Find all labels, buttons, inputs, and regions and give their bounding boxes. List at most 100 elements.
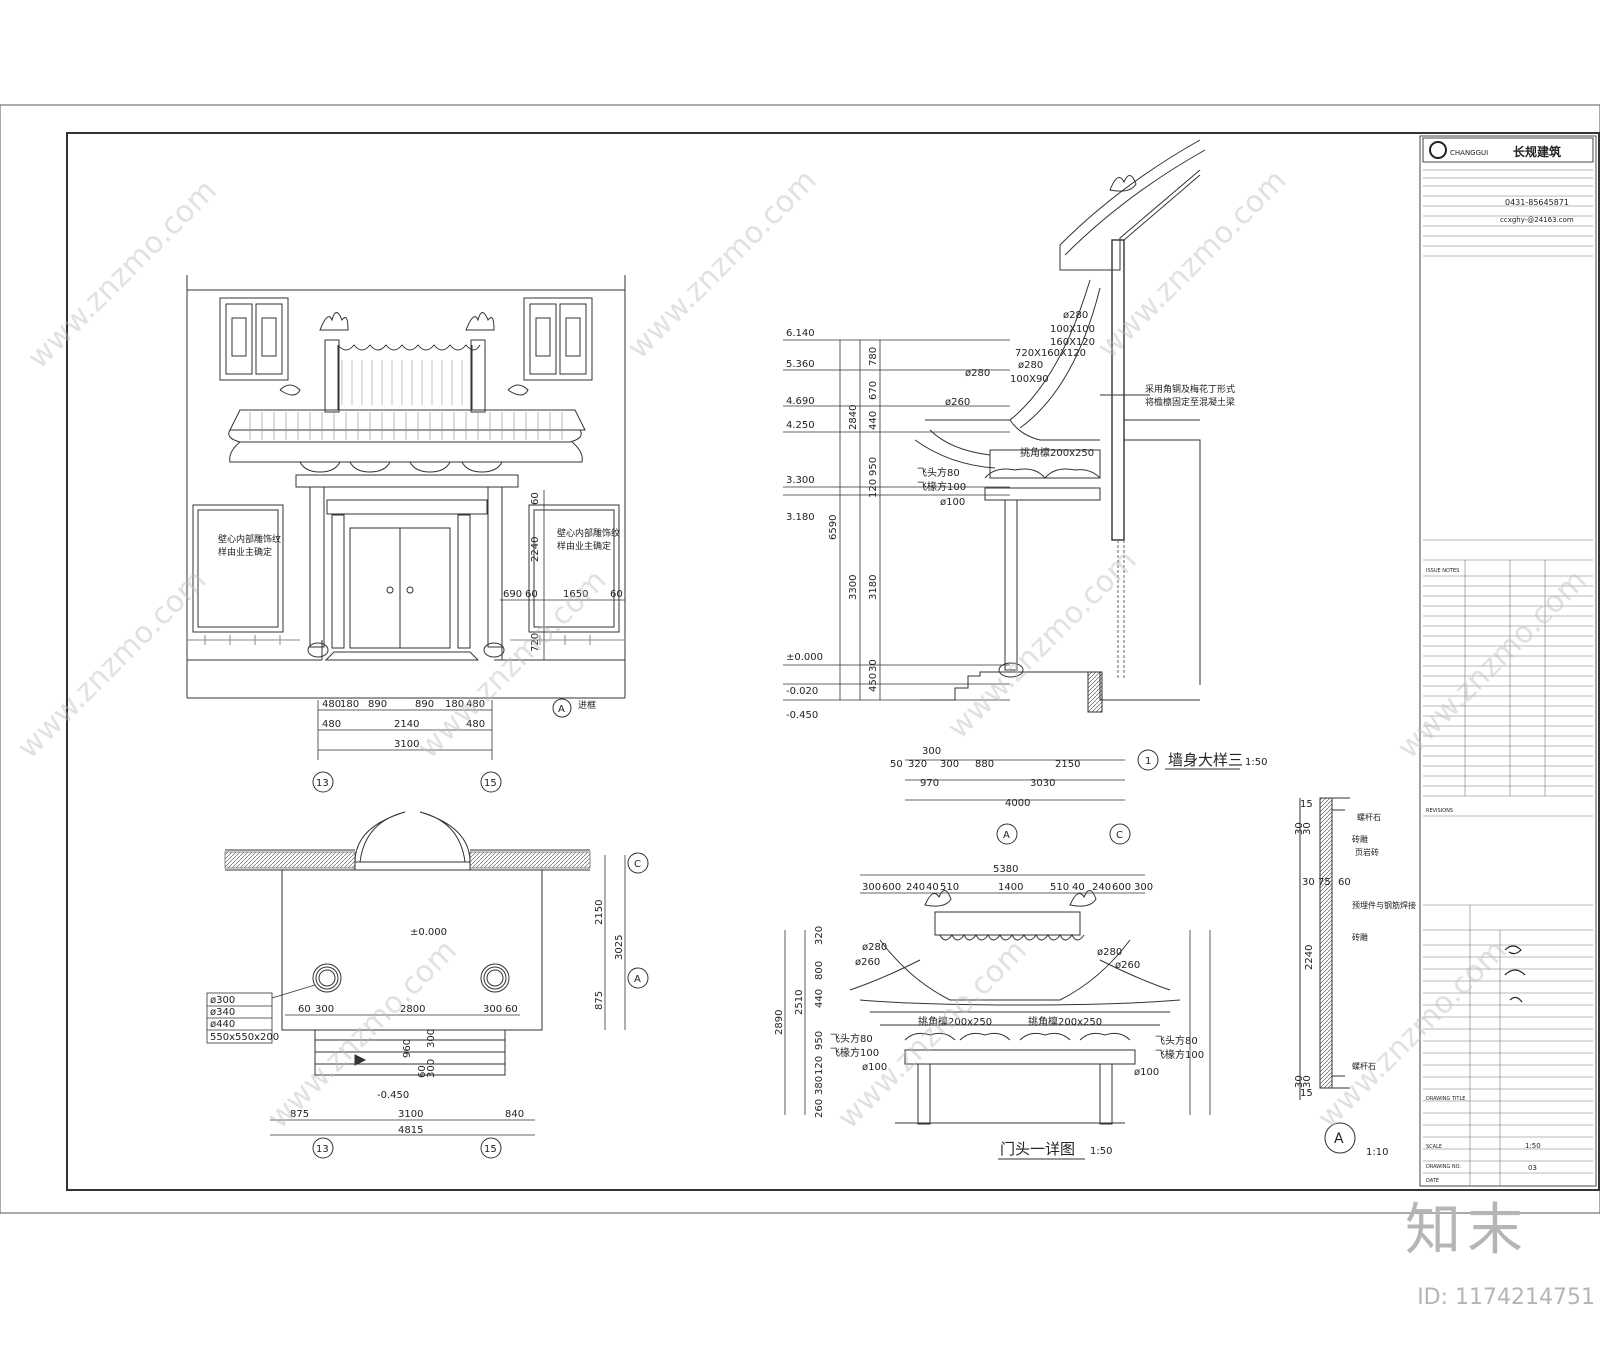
- sec-axis-a-bubble: [996, 823, 1018, 845]
- level-minus-0450: -0.450: [786, 710, 818, 721]
- sec-vdim-6590: 6590: [828, 515, 839, 540]
- column-right: [486, 969, 504, 987]
- wd-dim-30e: 30: [1302, 1075, 1313, 1088]
- plan-dim-2800: 2800: [400, 1004, 425, 1015]
- plan-level: ±0.000: [410, 927, 447, 938]
- sec-hdim-880: 880: [975, 759, 994, 770]
- detail-note-100c: 飞椽方100: [1155, 1048, 1204, 1061]
- tb-scale-value: 1:50: [1525, 1142, 1541, 1150]
- door-head-detail: [849, 890, 1181, 1125]
- level-0: ±0.000: [786, 652, 823, 663]
- sec-hdim-top: 300: [922, 746, 941, 757]
- plan-vdim-2150: 2150: [594, 900, 605, 925]
- sec-hdim-3030: 3030: [1030, 778, 1055, 789]
- sec-title-scale: 1:50: [1245, 757, 1267, 768]
- sec-vdim-440: 440: [868, 411, 879, 430]
- wd-label-bubble: [1324, 1122, 1356, 1154]
- plan-axis-13-bubble: [312, 1137, 334, 1159]
- plan-legend: [206, 984, 316, 1044]
- plan-dim-300a: 300: [315, 1004, 334, 1015]
- wall-panel-left: [192, 504, 284, 633]
- elev-dim-480a: 480: [322, 699, 341, 710]
- sec-vdim-950: 950: [868, 457, 879, 476]
- elev-vdim-60: 60: [530, 492, 541, 505]
- sec-vdim-3180: 3180: [868, 575, 879, 600]
- brand-id: ID: 1174214751: [1417, 1285, 1595, 1310]
- plan-dim-875: 875: [290, 1109, 309, 1120]
- detail-vdim-2890: 2890: [774, 1010, 785, 1035]
- wd-dim-15a: 15: [1300, 799, 1313, 810]
- elev-vdim-2240: 2240: [530, 537, 541, 562]
- floor-plan: [224, 811, 591, 1076]
- plan-axis-c-bubble: [627, 852, 649, 874]
- sec-note-flying-80: 飞头方80: [917, 466, 960, 479]
- sec-title-number: 1: [1145, 756, 1151, 767]
- elev-dim-480b: 480: [466, 699, 485, 710]
- section-column: [1004, 499, 1018, 671]
- wall-detail-a: [1299, 797, 1350, 1100]
- axis-label-13: 13: [316, 778, 329, 789]
- sec-vdim-780: 780: [868, 347, 879, 366]
- elev-dim-60b: 60: [610, 589, 623, 600]
- detail-title: 门头一详图: [1000, 1140, 1075, 1158]
- door-roof: [229, 409, 586, 431]
- section-dim-lines: [783, 339, 1125, 801]
- wd-note-5: 砖雕: [1352, 932, 1368, 942]
- company-email: ccxghy-@24163.com: [1500, 216, 1574, 224]
- title-block-lines: [1423, 169, 1593, 1186]
- axis-bubble-15: [480, 771, 502, 793]
- sec-vdim-3300: 3300: [848, 575, 859, 600]
- elevation-note-left-2: 样由业主确定: [218, 546, 272, 558]
- watermark-6: www.znzmo.com: [941, 543, 1144, 746]
- elev-dim-60a: 60: [525, 589, 538, 600]
- sec-note-260: ø260: [945, 397, 970, 408]
- detail-dim-300b: 300: [1134, 882, 1153, 893]
- sec-hdim-total: 4000: [1005, 798, 1030, 809]
- plan-dim-lines: [270, 855, 626, 1136]
- sec-axis-c: C: [1116, 830, 1123, 841]
- detail-note-280a: ø280: [862, 942, 887, 953]
- tb-row-revisions: REVISIONS: [1426, 808, 1453, 814]
- elev-dim-180b: 180: [445, 699, 464, 710]
- elev-dim2-2140: 2140: [394, 719, 419, 730]
- detail-vdim-120: 120: [814, 1056, 825, 1075]
- plan-vdim-300b: 300: [426, 1059, 437, 1078]
- legend-340: ø340: [210, 1007, 235, 1018]
- plan-dim-total: 4815: [398, 1125, 423, 1136]
- detail-note-260a: ø260: [855, 957, 880, 968]
- detail-scale: 1:50: [1090, 1146, 1112, 1157]
- detail-dim-510b: 510: [1050, 882, 1069, 893]
- detail-dim-40b: 40: [1072, 882, 1085, 893]
- sec-note-beam: 挑角檩200x250: [1020, 446, 1094, 459]
- elev-dim-total: 3100: [394, 739, 419, 750]
- company-logo-icon: [1429, 141, 1447, 159]
- sec-hdim-970: 970: [920, 778, 939, 789]
- watermark-7: www.znzmo.com: [1391, 563, 1594, 766]
- ridge-ornament: [1109, 175, 1137, 192]
- tb-sheet-no: 03: [1528, 1164, 1537, 1172]
- wd-dim-30d: 30: [1294, 1075, 1305, 1088]
- detail-dim-1400: 1400: [998, 882, 1023, 893]
- window-left: [219, 297, 289, 381]
- detail-note-100d: ø100: [1134, 1067, 1159, 1078]
- detail-note-beam-b: 挑角檩200x250: [1028, 1015, 1102, 1028]
- plan-level-low: -0.450: [377, 1090, 409, 1101]
- plan-axis-a: A: [634, 974, 641, 985]
- sec-vdim-120: 120: [868, 479, 879, 498]
- wd-note-1: 螺杆石: [1357, 812, 1381, 822]
- sec-axis-c-bubble: [1109, 823, 1131, 845]
- front-elevation: [186, 275, 626, 699]
- window-right: [523, 297, 593, 381]
- tb-row-drawing-no: DRAWING NO.: [1426, 1164, 1461, 1170]
- elev-dim2-480b: 480: [466, 719, 485, 730]
- detail-ornament-right: [1069, 890, 1097, 907]
- level-5360: 5.360: [786, 359, 815, 370]
- plan-axis-c: C: [634, 859, 641, 870]
- brand-logo: 知末: [1405, 1198, 1529, 1263]
- plan-dim-3100: 3100: [398, 1109, 423, 1120]
- wd-dim-30b: 30: [1302, 822, 1313, 835]
- sec-note-280a: ø280: [1063, 310, 1088, 321]
- detail-note-280b: ø280: [1097, 947, 1122, 958]
- section-mark-bubble: [552, 698, 572, 718]
- wall-panel-right: [528, 504, 620, 633]
